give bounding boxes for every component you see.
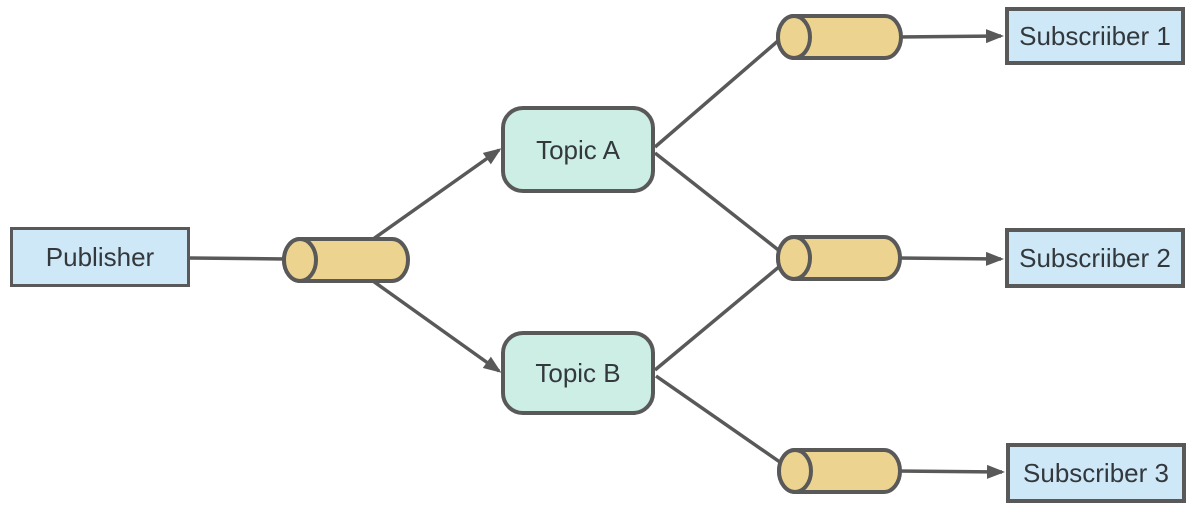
queue-cylinder-2 — [776, 14, 903, 60]
edge-queue4-to-subscriber3 — [895, 464, 1005, 479]
subscriber-2-node: Subscriiber 2 — [1005, 228, 1185, 288]
edge-publisher-to-queue1 — [189, 256, 287, 261]
edge-queue3-to-subscriber2 — [896, 251, 1004, 266]
topic-a-node: Topic A — [501, 106, 655, 193]
queue-cylinder-1 — [282, 237, 410, 283]
edge-queue2-to-subscriber1 — [896, 29, 1004, 44]
edge-topic-a-to-queue3 — [653, 151, 788, 258]
edge-topic-a-to-queue2 — [653, 32, 788, 149]
topic-b-node: Topic B — [501, 331, 655, 415]
subscriber-1-node: Subscriiber 1 — [1005, 7, 1185, 65]
publisher-node: Publisher — [10, 227, 190, 287]
queue-cylinder-3 — [776, 235, 902, 281]
edge-topic-b-to-queue4 — [655, 374, 788, 469]
edge-topic-b-to-queue3 — [653, 259, 788, 372]
subscriber-3-node: Subscriber 3 — [1006, 443, 1186, 503]
queue-cylinder-4 — [777, 448, 902, 494]
